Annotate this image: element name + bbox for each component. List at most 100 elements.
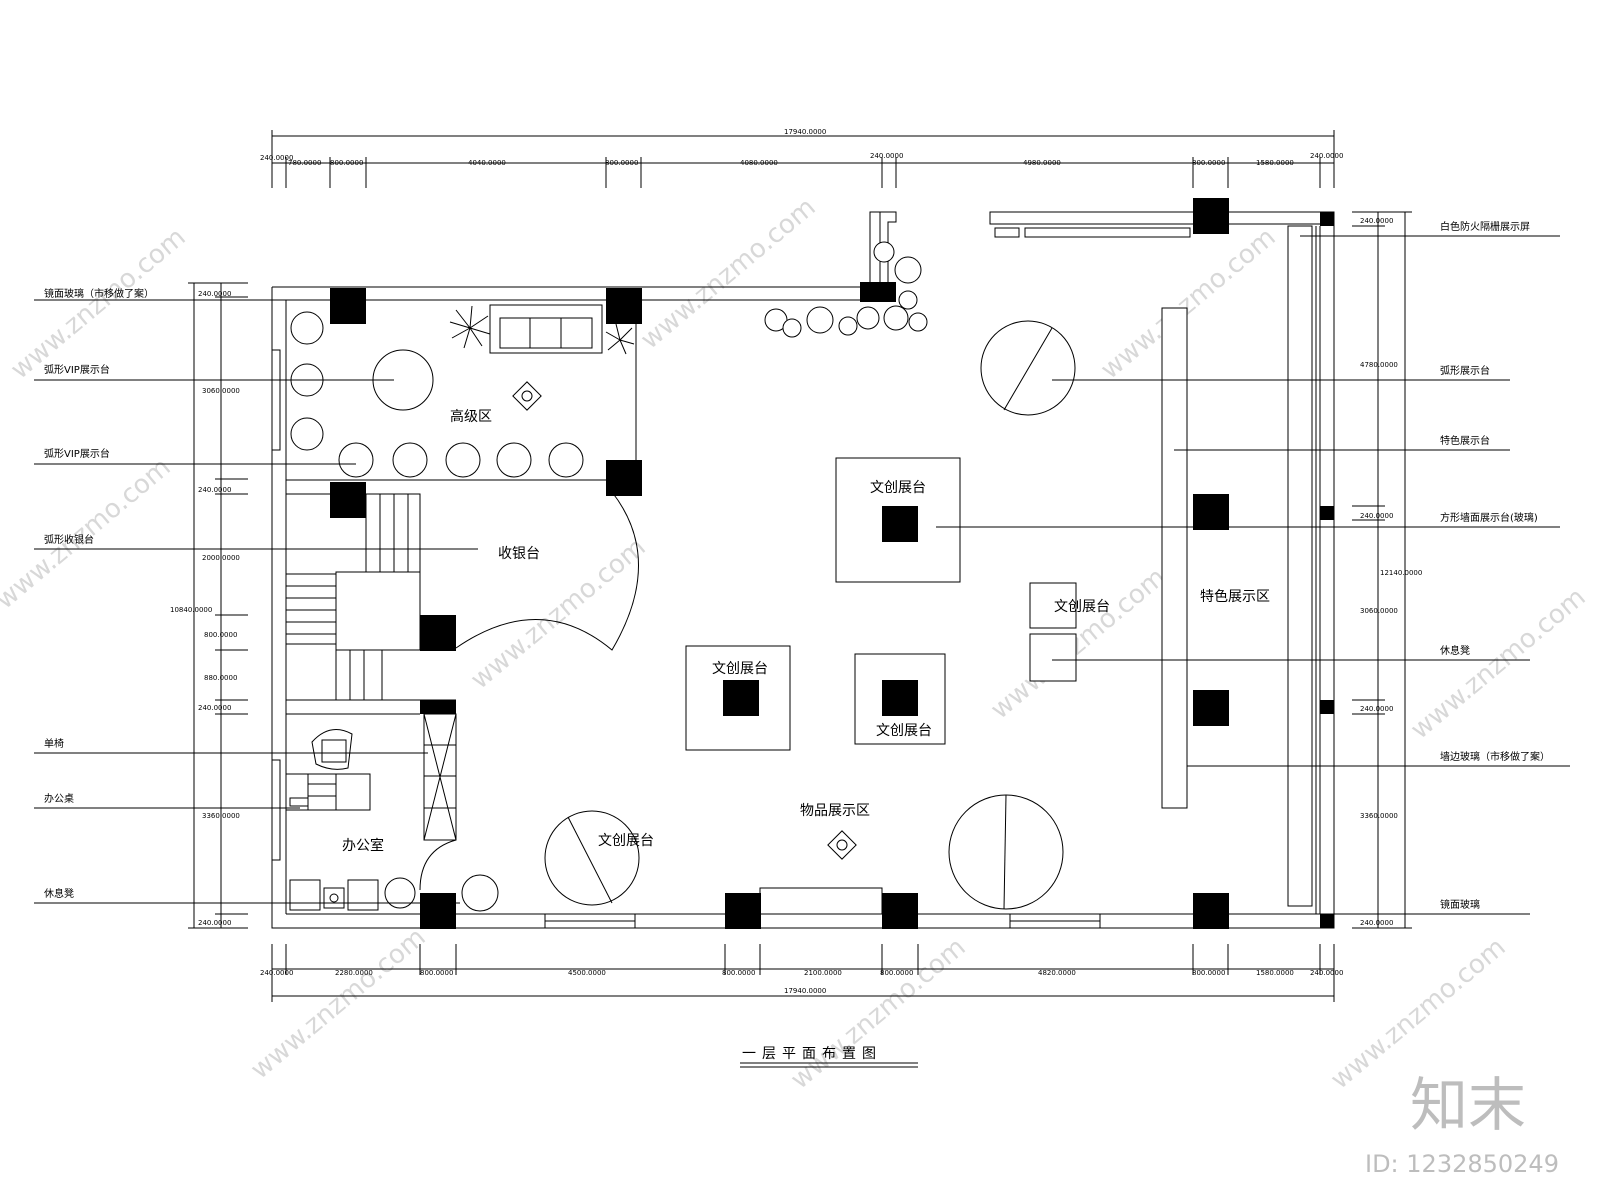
annotation-right: 休息凳 [1440, 644, 1470, 657]
dim-top-seg: 4080.0000 [740, 159, 778, 167]
annotation-right: 方形墙面展示台(玻璃) [1440, 511, 1538, 524]
watermark-url: www.znzmo.com [785, 932, 971, 1095]
left-annotations: 镜面玻璃（市移做了案） 弧形VIP展示台 弧形VIP展示台 弧形收银台 单椅 办… [34, 287, 478, 904]
stand-label: 文创展台 [876, 723, 932, 739]
dim-bottom-seg: 4820.0000 [1038, 969, 1076, 977]
stand-label: 文创展台 [870, 480, 926, 496]
office-desk [285, 773, 371, 811]
column [330, 288, 366, 324]
watermark-url: www.znzmo.com [465, 532, 651, 695]
dim-top-seg: 780.0000 [288, 159, 321, 167]
vip-stool [548, 442, 584, 478]
annotation-right: 镜面玻璃 [1440, 898, 1480, 911]
columns [330, 198, 1334, 929]
right-dimensions: 240.0000 4780.0000 240.0000 12140.0000 3… [1352, 211, 1422, 929]
watermark-url: www.znzmo.com [1095, 222, 1281, 385]
dim-bottom-seg: 240.0000 [260, 969, 293, 977]
dim-left-seg: 2000.0000 [202, 554, 240, 562]
dim-left-seg: 880.0000 [204, 674, 237, 682]
column [420, 893, 456, 929]
annotation-left: 休息凳 [44, 887, 74, 900]
column [606, 288, 642, 324]
furniture [285, 241, 1077, 912]
column [725, 893, 761, 929]
dim-top-seg: 1580.0000 [1256, 159, 1294, 167]
display-stand [1029, 582, 1077, 629]
column [882, 893, 918, 929]
dim-left-seg: 240.0000 [198, 704, 231, 712]
dim-right-seg: 3060.0000 [1360, 607, 1398, 615]
vip-stool [290, 417, 324, 451]
vip-stool [496, 442, 532, 478]
column [1193, 893, 1229, 929]
top-dimensions: 17940.0000 240.0000 780.0000 800.0000 40… [260, 128, 1343, 188]
plant-icon [605, 323, 635, 355]
dim-left-seg: 3060.0000 [202, 387, 240, 395]
dim-bottom-seg: 240.0000 [1310, 969, 1343, 977]
watermark-url: www.znzmo.com [5, 222, 191, 385]
dim-left-seg: 3360.0000 [202, 812, 240, 820]
watermark-url: www.znzmo.com [0, 452, 177, 615]
plant-icon [384, 877, 416, 909]
watermark-url: www.znzmo.com [245, 922, 431, 1085]
annotation-left: 办公桌 [44, 792, 74, 805]
dim-top-seg: 240.0000 [870, 152, 903, 160]
dim-left-total: 10840.0000 [170, 606, 212, 614]
side-table [323, 887, 345, 909]
room-labels: 高级区 收银台 办公室 物品展示区 特色展示区 文创展台 文创展台 文创展台 文… [342, 408, 1270, 854]
watermark-id: ID: 1232850249 [1365, 1150, 1559, 1178]
annotation-left: 镜面玻璃（市移做了案） [44, 287, 154, 300]
room-premium: 高级区 [450, 408, 492, 425]
office-chair [311, 729, 353, 770]
sofa [489, 304, 603, 354]
dim-right-seg: 240.0000 [1360, 512, 1393, 520]
dim-top-seg: 4040.0000 [468, 159, 506, 167]
left-dimensions: 240.0000 3060.0000 240.0000 2000.0000 10… [170, 282, 248, 929]
dim-top-seg: 800.0000 [330, 159, 363, 167]
dim-left-seg: 240.0000 [198, 290, 231, 298]
dim-bottom-seg: 800.0000 [880, 969, 913, 977]
annotation-left: 单椅 [44, 737, 64, 750]
vip-stool [290, 311, 324, 345]
dim-top-seg: 800.0000 [605, 159, 638, 167]
room-office: 办公室 [342, 837, 384, 854]
vip-stool [338, 442, 374, 478]
dim-top-total: 17940.0000 [784, 128, 826, 136]
dim-bottom-total: 17940.0000 [784, 987, 826, 995]
dim-top-seg: 240.0000 [260, 154, 293, 162]
dim-right-seg: 240.0000 [1360, 705, 1393, 713]
watermark-layer: www.znzmo.com www.znzmo.com www.znzmo.co… [0, 192, 1592, 1178]
annotation-left: 弧形收银台 [44, 533, 94, 546]
column [1320, 700, 1334, 714]
walls [271, 211, 1335, 929]
vip-stool [445, 442, 481, 478]
dim-right-seg: 4780.0000 [1360, 361, 1398, 369]
annotation-left: 弧形VIP展示台 [44, 447, 110, 460]
dim-bottom-seg: 800.0000 [420, 969, 453, 977]
column [330, 482, 366, 518]
dim-bottom-seg: 800.0000 [1192, 969, 1225, 977]
stand-label: 文创展台 [1054, 599, 1110, 615]
dim-right-total: 12140.0000 [1380, 569, 1422, 577]
room-goods: 物品展示区 [800, 803, 870, 819]
annotation-right: 墙边玻璃（市移做了案） [1440, 750, 1550, 763]
area-symbol [827, 830, 857, 860]
drawing-title: 一层平面布置图 [742, 1046, 882, 1062]
watermark-brand: 知末 [1410, 1071, 1526, 1139]
column [606, 460, 642, 496]
round-display [980, 320, 1076, 416]
dim-bottom-seg: 2100.0000 [804, 969, 842, 977]
title-block: 一层平面布置图 [740, 1046, 918, 1068]
dim-bottom-seg: 4500.0000 [568, 969, 606, 977]
right-annotations: 白色防火隔栅展示屏 弧形展示台 特色展示台 方形墙面展示台(玻璃) 休息凳 墙边… [936, 220, 1570, 915]
column [1320, 212, 1334, 226]
stand-label: 文创展台 [712, 661, 768, 677]
stand-label: 文创展台 [598, 833, 654, 849]
rest-chair [347, 879, 379, 911]
watermark-url: www.znzmo.com [1405, 582, 1591, 745]
room-cashier: 收银台 [498, 546, 540, 562]
plant-icon [449, 305, 491, 349]
annotation-right: 弧形展示台 [1440, 364, 1490, 377]
annotation-right: 特色展示台 [1440, 434, 1490, 447]
dim-right-seg: 3360.0000 [1360, 812, 1398, 820]
